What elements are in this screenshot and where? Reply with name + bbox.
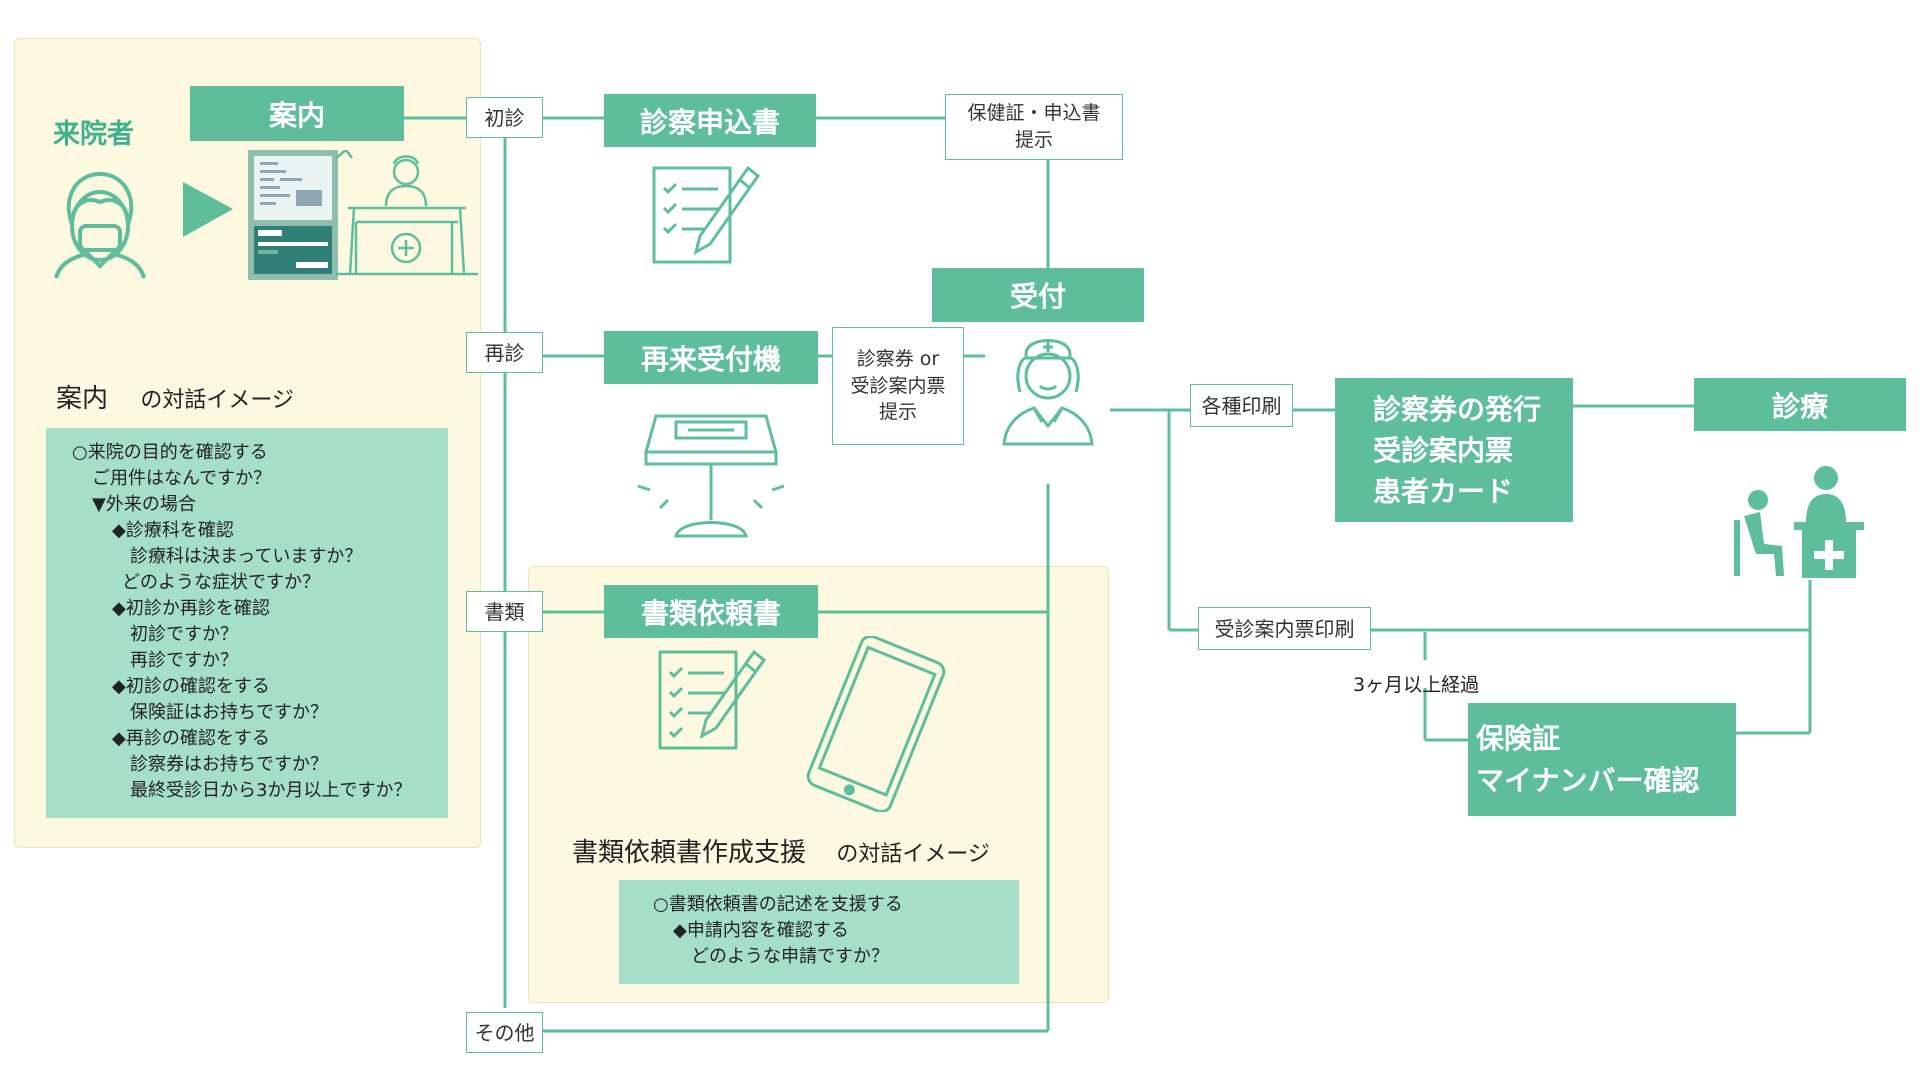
guide-dialog-heading-text: 案内 (56, 384, 109, 414)
visitor-label: 来院者 (53, 119, 134, 150)
box-line: マイナンバー確認 (1476, 763, 1700, 797)
insurance-check-box: 保険証 マイナンバー確認 (1468, 703, 1736, 816)
nurse-icon (1002, 339, 1094, 446)
dialog-line: ○書類依頼書の記述を支援する (653, 894, 903, 915)
documents-dialog-box: ○書類依頼書の記述を支援する ◆申請内容を確認する どのような申請ですか？ (619, 880, 1019, 984)
reception-box: 受付 (932, 268, 1144, 322)
dialog-line: ◆初診の確認をする (112, 676, 270, 697)
dialog-line: ◆初診か再診を確認 (112, 598, 270, 619)
dialog-line: ○来院の目的を確認する (72, 442, 268, 463)
dialog-line: 保険証はお持ちですか？ (130, 702, 328, 723)
documents-dialog-heading: 書類依頼書作成支援 の対話イメージ (572, 832, 990, 869)
reception-desk-icon (336, 150, 478, 276)
documents-dialog-heading-suffix: の対話イメージ (836, 842, 990, 867)
guide-slip-print-label: 受診案内票印刷 (1198, 607, 1371, 650)
guide-dialog-box: ○来院の目的を確認する ご用件はなんですか？ ▼外来の場合 ◆診療科を確認 診療… (46, 428, 448, 818)
box-line: 受診案内票 (1373, 433, 1514, 467)
dialog-line: ◆診療科を確認 (112, 520, 234, 541)
dialog-line: 診療科は決まっていますか？ (130, 546, 363, 567)
dialog-line: ◆再診の確認をする (112, 728, 270, 749)
treatment-box: 診療 (1694, 378, 1906, 431)
dialog-line: 初診ですか？ (130, 624, 238, 645)
kiosk-screen-icon (248, 150, 338, 280)
note-line: 受診案内票 (850, 374, 946, 397)
box-line: 診察券の発行 (1373, 392, 1542, 426)
dialog-line: 再診ですか？ (130, 650, 238, 671)
note-line: 診察券 or (856, 348, 940, 371)
branch-repeat-visit: 再診 (466, 332, 543, 373)
person-mask-icon (54, 171, 146, 279)
dialog-line: 最終受診日から3か月以上ですか？ (130, 780, 412, 801)
various-printing-label: 各種印刷 (1190, 384, 1293, 427)
note-line: 提示 (1014, 129, 1053, 151)
documents-dialog-heading-text: 書類依頼書作成支援 (572, 838, 807, 868)
dialog-line: ▼外来の場合 (92, 494, 196, 515)
guide-dialog-heading-suffix: の対話イメージ (140, 388, 294, 413)
arrow-right-icon (183, 182, 233, 237)
branch-first-visit: 初診 (466, 97, 543, 138)
doctor-patient-icon (1734, 466, 1864, 578)
branch-other: その他 (466, 1012, 543, 1053)
guide-box: 案内 (190, 86, 404, 141)
guide-dialog-heading: 案内 の対話イメージ (56, 378, 294, 415)
three-months-condition: 3ヶ月以上経過 (1353, 674, 1480, 696)
tablet-icon (806, 636, 946, 812)
form-pen-icon (658, 649, 766, 750)
dialog-line: 診察券はお持ちですか？ (130, 754, 328, 775)
reception-machine-box: 再来受付機 (604, 331, 818, 384)
card-issue-box: 診察券の発行 受診案内票 患者カード (1335, 378, 1573, 522)
branch-documents: 書類 (466, 591, 543, 632)
document-request-box: 書類依頼書 (604, 585, 818, 638)
note-line: 提示 (878, 401, 917, 424)
insurance-form-present-note: 保健証・申込書 提示 (945, 94, 1123, 160)
form-pen-icon (652, 165, 760, 264)
reception-machine-icon (637, 414, 785, 538)
application-form-box: 診察申込書 (604, 94, 816, 147)
note-line: 保健証・申込書 (967, 102, 1101, 125)
box-line: 保険証 (1476, 721, 1561, 755)
card-present-note: 診察券 or 受診案内票 提示 (832, 327, 964, 445)
dialog-line: どのような申請ですか？ (691, 946, 889, 967)
dialog-line: ご用件はなんですか？ (92, 468, 272, 489)
dialog-line: ◆申請内容を確認する (673, 920, 849, 941)
dialog-line: どのような症状ですか？ (122, 572, 320, 593)
box-line: 患者カード (1373, 474, 1514, 508)
